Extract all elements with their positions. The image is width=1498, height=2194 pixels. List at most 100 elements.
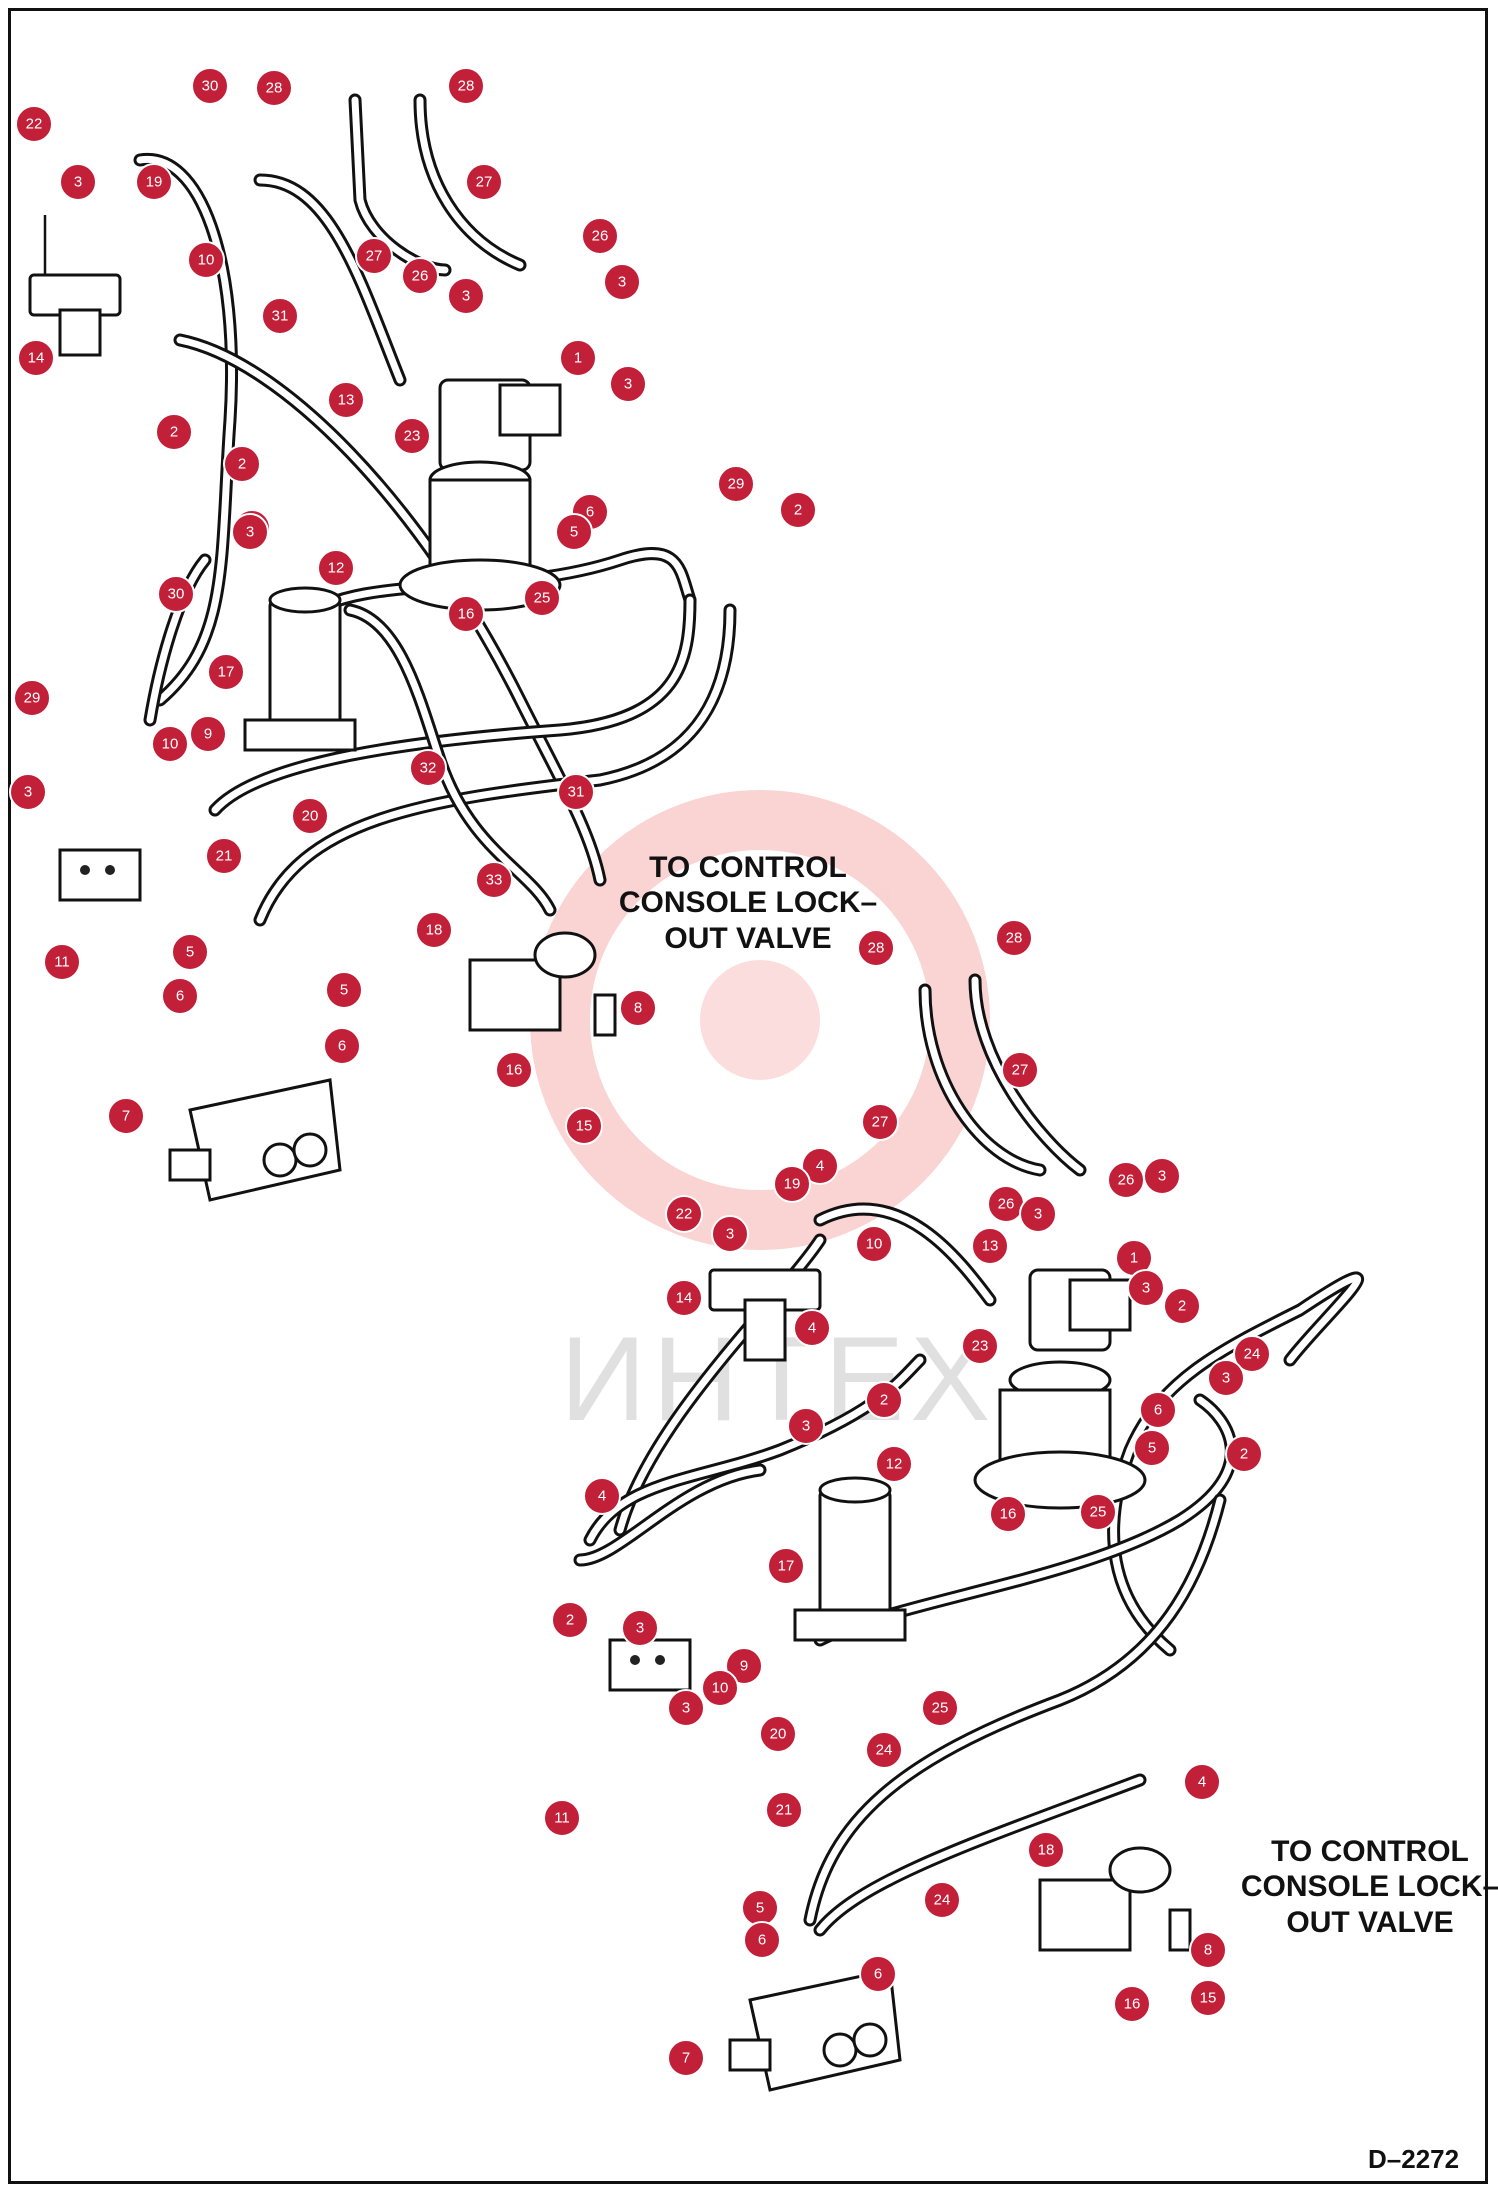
callout-number: 3 [1142, 1280, 1150, 1297]
bottom-callout-16: 16 [989, 1495, 1027, 1533]
callout-number: 13 [338, 392, 355, 409]
callout-number: 5 [186, 944, 194, 961]
callout-number: 24 [1244, 1346, 1261, 1363]
bottom-callout-25: 25 [1079, 1493, 1117, 1531]
console-note-top: TO CONTROL CONSOLE LOCK–OUT VALVE [618, 851, 878, 955]
callout-number: 25 [534, 590, 551, 607]
top-callout-22: 22 [15, 105, 53, 143]
top-callout-20: 20 [291, 797, 329, 835]
top-callout-3: 3 [603, 263, 641, 301]
top-callout-27: 27 [465, 163, 503, 201]
bottom-callout-3: 3 [787, 1407, 825, 1445]
bottom-callout-26: 26 [1107, 1161, 1145, 1199]
bottom-callout-6: 6 [743, 1921, 781, 1959]
bottom-callout-24: 24 [923, 1881, 961, 1919]
top-control-valve [168, 1078, 342, 1202]
bottom-callout-24: 24 [1233, 1335, 1271, 1373]
drawing-id: D–2272 [1368, 2144, 1460, 2174]
callout-number: 31 [568, 784, 585, 801]
top-callout-2: 2 [779, 491, 817, 529]
bottom-callout-24: 24 [865, 1731, 903, 1769]
top-callout-15: 15 [565, 1107, 603, 1145]
top-callout-23: 23 [393, 417, 431, 455]
top-callout-30: 30 [157, 575, 195, 613]
bottom-callout-2: 2 [1225, 1435, 1263, 1473]
bottom-hoses [573, 973, 1365, 1937]
callout-number: 14 [676, 1290, 693, 1307]
top-callout-3: 3 [609, 365, 647, 403]
callout-number: 11 [554, 1810, 570, 1827]
callout-number: 4 [816, 1158, 824, 1175]
top-callout-18: 18 [415, 911, 453, 949]
callout-number: 3 [682, 1700, 690, 1717]
bottom-callout-3: 3 [711, 1215, 749, 1253]
callout-number: 7 [122, 1108, 130, 1125]
bottom-callout-18: 18 [1027, 1831, 1065, 1869]
bottom-callout-20: 20 [759, 1715, 797, 1753]
callout-number: 10 [712, 1680, 729, 1697]
callout-number: 9 [204, 726, 212, 743]
callout-number: 5 [340, 982, 348, 999]
callout-number: 2 [170, 424, 178, 441]
callout-number: 33 [486, 872, 503, 889]
top-callout-17: 17 [207, 653, 245, 691]
top-callout-21: 21 [205, 837, 243, 875]
callout-number: 3 [636, 1620, 644, 1637]
bottom-callout-2: 2 [1163, 1287, 1201, 1325]
callout-number: 28 [1006, 930, 1023, 947]
callout-number: 6 [338, 1038, 346, 1055]
top-callout-33: 33 [475, 861, 513, 899]
callout-number: 3 [624, 376, 632, 393]
callout-number: 4 [808, 1320, 816, 1337]
top-callout-19: 19 [135, 163, 173, 201]
bottom-callout-25: 25 [921, 1689, 959, 1727]
bottom-callout-15: 15 [1189, 1979, 1227, 2017]
callout-number: 3 [618, 274, 626, 291]
callout-number: 30 [202, 78, 219, 95]
callout-number: 26 [998, 1196, 1015, 1213]
callout-number: 16 [458, 606, 475, 623]
callout-number: 5 [570, 524, 578, 541]
callout-number: 30 [168, 586, 185, 603]
top-callout-3: 3 [231, 513, 269, 551]
top-callout-28: 28 [255, 69, 293, 107]
top-callout-14: 14 [17, 339, 55, 377]
callout-number: 24 [876, 1742, 893, 1759]
callout-number: 26 [592, 228, 609, 245]
bottom-callout-4: 4 [801, 1147, 839, 1185]
bottom-callout-2: 2 [551, 1601, 589, 1639]
top-callout-5: 5 [171, 933, 209, 971]
callout-number: 27 [1012, 1062, 1029, 1079]
callout-number: 16 [1000, 1506, 1017, 1523]
callout-number: 9 [740, 1658, 748, 1675]
bottom-callout-9: 9 [725, 1647, 763, 1685]
callout-number: 31 [272, 308, 289, 325]
bottom-callout-13: 13 [971, 1227, 1009, 1265]
callout-number: 27 [366, 248, 383, 265]
callout-number: 20 [770, 1726, 787, 1743]
bottom-lockout-valve [1038, 1846, 1192, 1952]
bottom-callout-3: 3 [1207, 1359, 1245, 1397]
callout-number: 27 [476, 174, 493, 191]
callout-number: 5 [756, 1900, 764, 1917]
bottom-control-valve [728, 1968, 902, 2092]
top-callout-25: 25 [523, 579, 561, 617]
callout-number: 6 [758, 1932, 766, 1949]
bottom-callout-4: 4 [1183, 1763, 1221, 1801]
bottom-callout-5: 5 [741, 1889, 779, 1927]
callout-number: 25 [1090, 1504, 1107, 1521]
callout-number: 1 [574, 350, 582, 367]
bottom-callout-3: 3 [1127, 1269, 1165, 1307]
callout-number: 3 [246, 524, 254, 541]
callout-number: 23 [972, 1338, 989, 1355]
callout-number: 14 [28, 350, 45, 367]
bottom-callout-14: 14 [665, 1279, 703, 1317]
callout-number: 4 [1198, 1774, 1206, 1791]
top-callout-6: 6 [323, 1027, 361, 1065]
callout-number: 2 [238, 456, 246, 473]
callout-number: 22 [26, 116, 43, 133]
callout-number: 3 [74, 174, 82, 191]
bottom-callout-2: 2 [865, 1381, 903, 1419]
console-note-bottom: TO CONTROL CONSOLE LOCK–OUT VALVE [1240, 1835, 1498, 1939]
